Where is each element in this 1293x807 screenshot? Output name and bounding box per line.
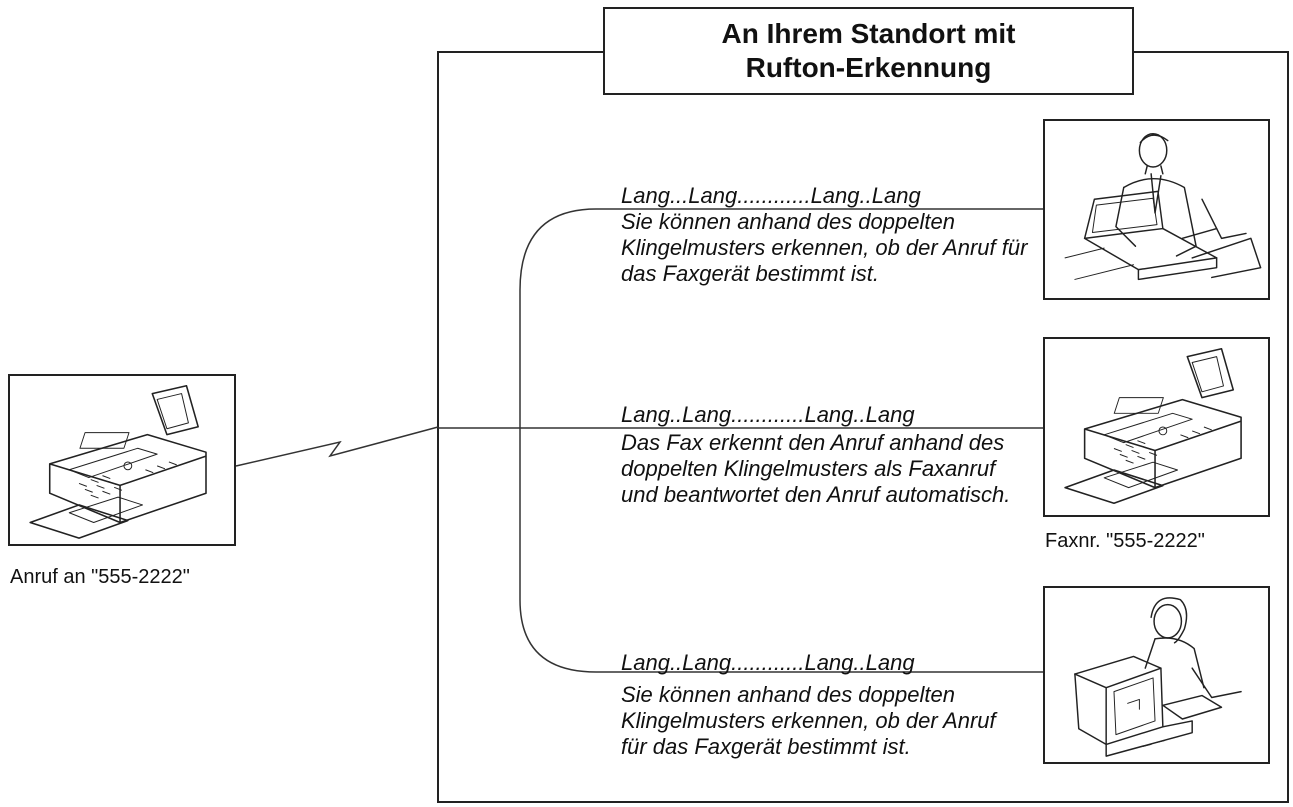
- caller-fax-frame: [8, 374, 236, 546]
- branch-bus-line: [519, 208, 597, 673]
- fax-device-frame: [1043, 337, 1270, 517]
- incoming-call-line: [235, 426, 439, 467]
- woman-at-computer-icon: [1074, 597, 1242, 757]
- branch-2-pattern: Lang..Lang............Lang..Lang: [621, 402, 915, 427]
- fax-number-caption: Faxnr. "555-2222": [1045, 530, 1205, 552]
- location-frame: [437, 51, 1289, 803]
- branch-3-description: Sie können anhand des doppelten Klingelm…: [621, 682, 996, 759]
- computer-user-frame: [1043, 586, 1270, 764]
- title-box: An Ihrem Standort mit Rufton-Erkennung: [603, 7, 1134, 95]
- title-line-1: An Ihrem Standort mit: [721, 18, 1016, 49]
- branch-2-description: Das Fax erkennt den Anruf anhand des dop…: [621, 430, 1011, 507]
- branch-1-pattern: Lang...Lang............Lang..Lang: [621, 183, 921, 208]
- caller-caption: Anruf an "555-2222": [10, 566, 190, 588]
- fax-machine-icon: [1064, 347, 1242, 505]
- fax-machine-icon: [29, 384, 207, 539]
- title-line-2: Rufton-Erkennung: [745, 52, 992, 83]
- branch-3-pattern: Lang..Lang............Lang..Lang: [621, 650, 915, 675]
- man-at-laptop-icon: [1064, 132, 1262, 281]
- laptop-user-frame: [1043, 119, 1270, 300]
- branch-1-description: Sie können anhand des doppelten Klingelm…: [621, 209, 1028, 286]
